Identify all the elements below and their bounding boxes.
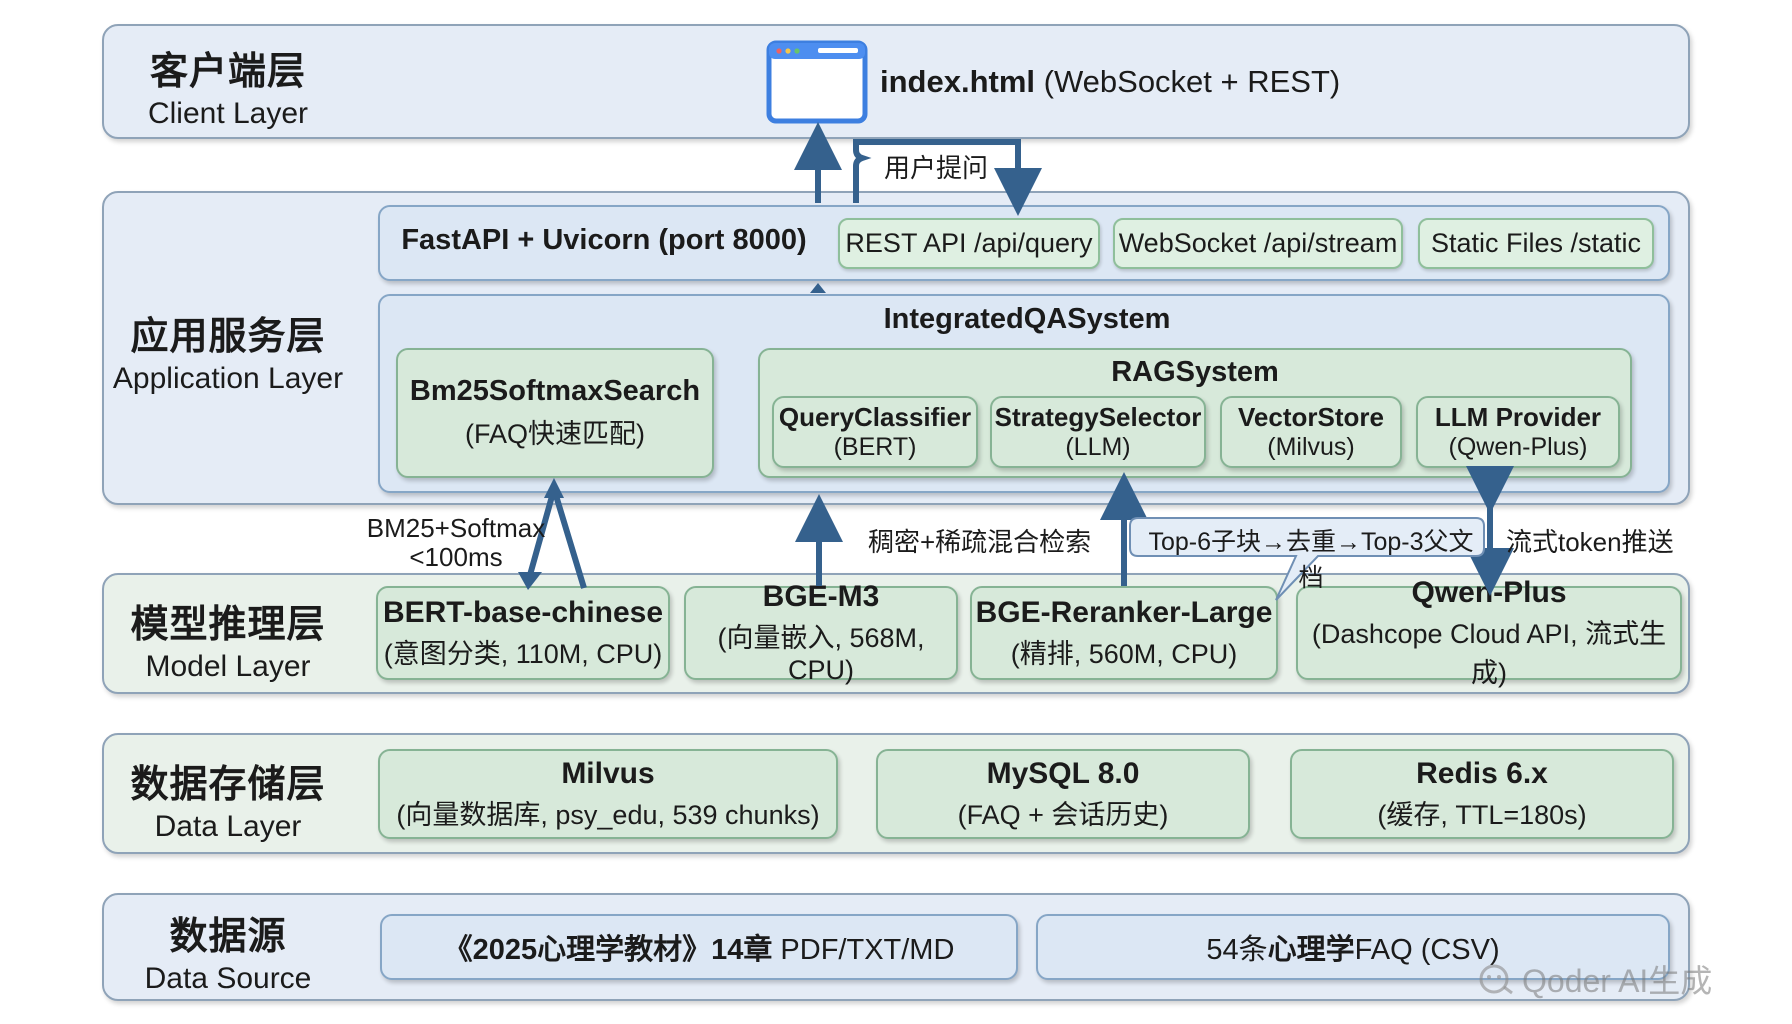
client-layer-name: 客户端层 Client Layer [102, 40, 354, 131]
mysql-sub: (FAQ + 会话历史) [957, 799, 1169, 830]
bm25-latency-label: BM25+Softmax <100ms [338, 514, 574, 572]
client-protocols: (WebSocket + REST) [1043, 64, 1341, 99]
client-layer-en: Client Layer [147, 97, 309, 130]
strategy-selector-box: StrategySelector (LLM) [990, 396, 1206, 468]
textbook-source-box: 《2025心理学教材》14章 PDF/TXT/MD [380, 914, 1018, 980]
vector-store-title: VectorStore [1238, 402, 1384, 432]
bge-m3-box: BGE-M3 (向量嵌入, 568M, CPU) [684, 580, 958, 685]
textbook-source-label: 《2025心理学教材》14章 PDF/TXT/MD [444, 926, 955, 968]
client-layer [102, 24, 1690, 139]
client-entry: index.html (WebSocket + REST) [880, 64, 1340, 100]
bm25-title: Bm25SoftmaxSearch [409, 375, 701, 407]
query-classifier-box: QueryClassifier (BERT) [772, 396, 978, 468]
redis-sub: (缓存, TTL=180s) [1377, 799, 1587, 830]
bm25-label-line1: BM25+Softmax [366, 513, 546, 543]
redis-title: Redis 6.x [1416, 756, 1548, 790]
bm25-label-line2: <100ms [409, 542, 503, 572]
redis-box: Redis 6.x (缓存, TTL=180s) [1290, 749, 1674, 839]
model-layer-zh: 模型推理层 [130, 604, 326, 646]
endpoint-static: Static Files /static [1418, 218, 1654, 269]
faq-format: FAQ (CSV) [1354, 934, 1500, 966]
llm-provider-box: LLM Provider (Qwen-Plus) [1416, 396, 1620, 468]
faq-source-label: 54条心理学FAQ (CSV) [1206, 926, 1499, 968]
browser-window-icon [766, 40, 868, 124]
strategy-selector-sub: (LLM) [1065, 433, 1131, 461]
bge-reranker-title: BGE-Reranker-Large [975, 595, 1273, 629]
bm25-search-box: Bm25SoftmaxSearch (FAQ快速匹配) [396, 348, 714, 478]
rag-system-title: RAGSystem [1111, 356, 1279, 388]
qwen-plus-sub: (Dashcope Cloud API, 流式生成) [1311, 619, 1667, 688]
milvus-title: Milvus [561, 756, 655, 790]
rerank-callout-bubble [1129, 517, 1485, 601]
bge-m3-sub: (向量嵌入, 568M, CPU) [717, 623, 925, 685]
bert-model-sub: (意图分类, 110M, CPU) [383, 638, 663, 669]
model-layer-en: Model Layer [145, 650, 311, 683]
bge-reranker-sub: (精排, 560M, CPU) [1010, 638, 1238, 669]
endpoint-websocket: WebSocket /api/stream [1113, 218, 1403, 269]
client-file: index.html [880, 64, 1036, 99]
watermark: Qoder AI生成 [1476, 956, 1712, 1002]
textbook-title: 《2025心理学教材》14章 [443, 934, 773, 966]
bge-reranker-box: BGE-Reranker-Large (精排, 560M, CPU) [970, 586, 1278, 680]
query-classifier-sub: (BERT) [833, 433, 917, 461]
mysql-box: MySQL 8.0 (FAQ + 会话历史) [876, 749, 1250, 839]
arrow-integrated-to-fastapi [810, 283, 826, 293]
milvus-sub: (向量数据库, psy_edu, 539 chunks) [396, 799, 820, 830]
client-layer-zh: 客户端层 [149, 51, 306, 93]
vector-store-sub: (Milvus) [1267, 433, 1355, 461]
vector-store-box: VectorStore (Milvus) [1220, 396, 1402, 468]
faq-count: 54条 [1206, 934, 1268, 966]
model-layer-name: 模型推理层 Model Layer [102, 593, 354, 684]
endpoint-rest: REST API /api/query [838, 218, 1100, 269]
llm-provider-sub: (Qwen-Plus) [1448, 433, 1588, 461]
integrated-qa-title: IntegratedQASystem [883, 303, 1171, 335]
user-question-label: 用户提问 [884, 153, 989, 183]
data-layer-en: Data Layer [154, 810, 302, 843]
data-source-layer-name: 数据源 Data Source [102, 905, 354, 996]
data-layer-zh: 数据存储层 [130, 764, 326, 806]
data-source-layer-en: Data Source [144, 962, 312, 995]
application-layer-en: Application Layer [112, 362, 344, 395]
arrow-bm25-head-down [518, 572, 542, 590]
bm25-sub: (FAQ快速匹配) [465, 419, 645, 449]
watermark-logo-icon [1479, 964, 1513, 995]
faq-source-box: 54条心理学FAQ (CSV) [1036, 914, 1670, 980]
query-classifier-title: QueryClassifier [778, 402, 972, 432]
data-source-layer-zh: 数据源 [169, 916, 287, 958]
milvus-box: Milvus (向量数据库, psy_edu, 539 chunks) [378, 749, 838, 839]
application-layer-zh: 应用服务层 [130, 316, 326, 358]
strategy-selector-title: StrategySelector [994, 402, 1202, 432]
bert-model-box: BERT-base-chinese (意图分类, 110M, CPU) [376, 586, 670, 680]
bert-model-title: BERT-base-chinese [382, 595, 664, 629]
application-layer-name: 应用服务层 Application Layer [102, 305, 354, 396]
arrow-bm25-head-up [544, 478, 564, 498]
fastapi-title: FastAPI + Uvicorn (port 8000) [401, 224, 807, 256]
textbook-formats: PDF/TXT/MD [772, 934, 955, 966]
hybrid-retrieval-label: 稠密+稀疏混合检索 [868, 527, 1092, 557]
rerank-callout-label: Top-6子块→去重→Top-3父文档 [1148, 528, 1474, 592]
llm-provider-title: LLM Provider [1434, 402, 1602, 432]
arrow-user-question [853, 139, 1042, 216]
stream-token-label: 流式token推送 [1506, 527, 1674, 557]
mysql-title: MySQL 8.0 [986, 756, 1140, 790]
watermark-text: Qoder AI生成 [1522, 963, 1713, 999]
data-layer-name: 数据存储层 Data Layer [102, 753, 354, 844]
faq-topic: 心理学 [1267, 934, 1355, 966]
